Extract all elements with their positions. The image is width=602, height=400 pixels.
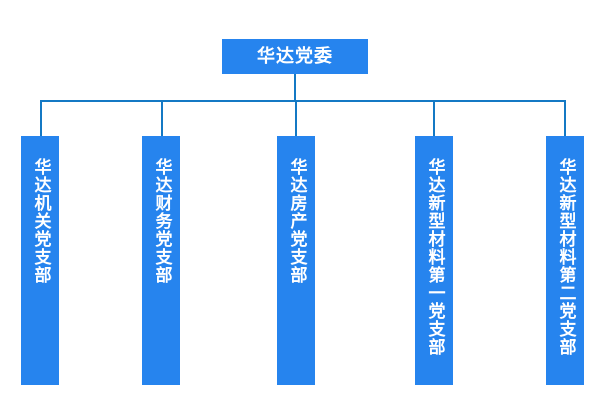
org-node-root[interactable]: 华达党委 xyxy=(222,39,368,74)
org-node-child-2[interactable]: 华达财务党支部 xyxy=(142,136,180,385)
connector-drop-2 xyxy=(161,100,163,136)
org-node-child-5-label: 华达新型材料第二党支部 xyxy=(555,158,576,356)
org-node-child-1[interactable]: 华达机关党支部 xyxy=(21,136,59,385)
org-node-child-3[interactable]: 华达房产党支部 xyxy=(277,136,315,385)
org-node-root-label: 华达党委 xyxy=(257,45,333,67)
connector-drop-5 xyxy=(564,100,566,136)
connector-root-stem xyxy=(294,74,296,101)
org-node-child-4[interactable]: 华达新型材料第一党支部 xyxy=(415,136,453,385)
org-node-child-3-label: 华达房产党支部 xyxy=(286,158,307,284)
org-node-child-2-label: 华达财务党支部 xyxy=(151,158,172,284)
connector-drop-1 xyxy=(40,100,42,136)
connector-horizontal-bus xyxy=(40,100,566,102)
org-node-child-5[interactable]: 华达新型材料第二党支部 xyxy=(546,136,584,385)
connector-drop-4 xyxy=(433,100,435,136)
org-node-child-4-label: 华达新型材料第一党支部 xyxy=(424,158,445,356)
org-node-child-1-label: 华达机关党支部 xyxy=(30,158,51,284)
connector-drop-3 xyxy=(295,100,297,136)
